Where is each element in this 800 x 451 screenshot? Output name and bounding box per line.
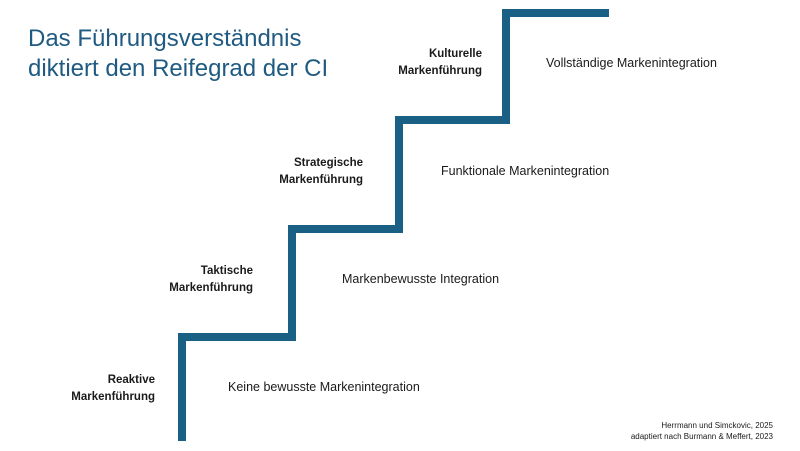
step-level-line-2: Markenführung	[169, 282, 253, 294]
step-level-taktisch: Taktische Markenführung	[169, 263, 253, 297]
source-line-2: adaptiert nach Burmann & Meffert, 2023	[630, 432, 773, 441]
source-line-1: Herrmann und Simckovic, 2025	[661, 421, 773, 430]
staircase-line	[178, 9, 609, 441]
step-level-kulturell: Kulturelle Markenführung	[398, 46, 482, 80]
step-level-line-2: Markenführung	[279, 174, 363, 186]
step-level-line-2: Markenführung	[398, 65, 482, 77]
step-level-strategisch: Strategische Markenführung	[279, 155, 363, 189]
source-citation: Herrmann und Simckovic, 2025 adaptiert n…	[631, 420, 773, 442]
step-level-reaktiv: Reaktive Markenführung	[71, 372, 155, 406]
step-level-line-1: Strategische	[293, 157, 363, 169]
title-line-1: Das Führungsverständnis	[28, 25, 302, 52]
title-line-2: diktiert den Reifegrad der CI	[28, 55, 329, 82]
slide-title: Das Führungsverständnis diktiert den Rei…	[28, 24, 328, 84]
step-integration-strategisch: Funktionale Markenintegration	[441, 164, 610, 178]
step-level-line-1: Reaktive	[107, 374, 155, 386]
step-integration-kulturell: Vollständige Markenintegration	[546, 56, 717, 70]
step-level-line-1: Kulturelle	[428, 48, 482, 60]
step-integration-reaktiv: Keine bewusste Markenintegration	[228, 380, 420, 394]
step-level-line-2: Markenführung	[71, 391, 155, 403]
step-integration-taktisch: Markenbewusste Integration	[342, 272, 500, 286]
step-level-line-1: Taktische	[200, 265, 253, 277]
